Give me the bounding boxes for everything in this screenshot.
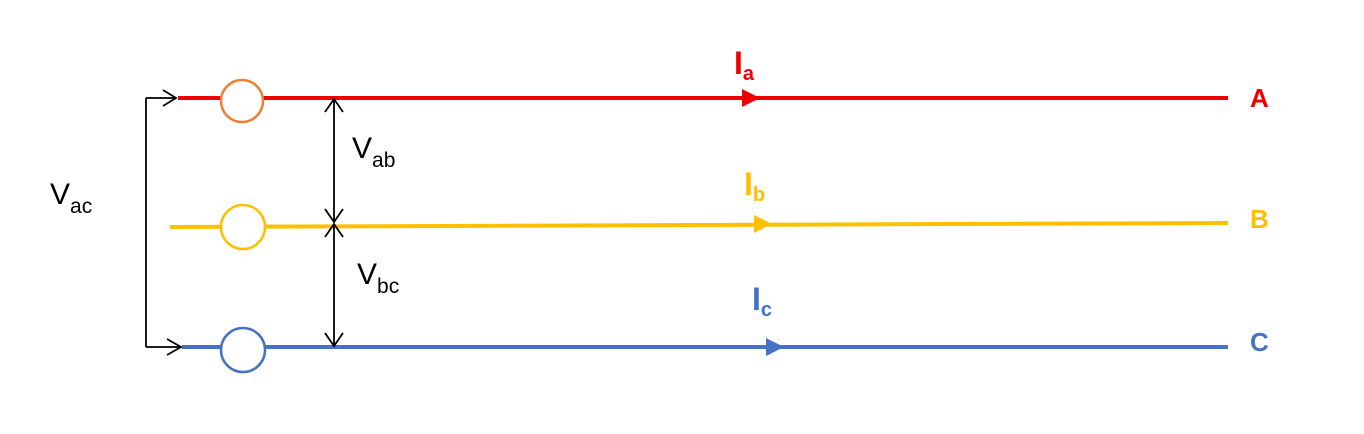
vac-label: Vac xyxy=(50,178,92,218)
phase-b-current-arrow xyxy=(754,215,772,233)
phase-b-group: Ib B xyxy=(169,166,1269,251)
current-a-label: Ia xyxy=(734,45,755,85)
phase-a-source-circle xyxy=(219,78,265,124)
phase-b-line xyxy=(169,221,1229,229)
vbc-arrow xyxy=(324,222,344,348)
phase-a-group: Ia A xyxy=(178,45,1269,124)
current-c-label: Ic xyxy=(752,281,772,321)
vac-bracket xyxy=(145,89,183,356)
phase-b-source-circle xyxy=(219,203,267,251)
phase-c-source-circle xyxy=(219,326,267,374)
current-b-label: Ib xyxy=(744,166,765,206)
phase-c-current-arrow xyxy=(766,338,784,356)
phase-a-current-arrow xyxy=(742,89,760,107)
vab-label: Vab xyxy=(352,132,395,172)
vab-arrow xyxy=(324,97,344,224)
vbc-label: Vbc xyxy=(357,258,399,298)
phase-c-group: Ic C xyxy=(182,281,1269,374)
terminal-c-label: C xyxy=(1250,327,1269,357)
terminal-a-label: A xyxy=(1250,83,1269,113)
terminal-b-label: B xyxy=(1250,204,1269,234)
